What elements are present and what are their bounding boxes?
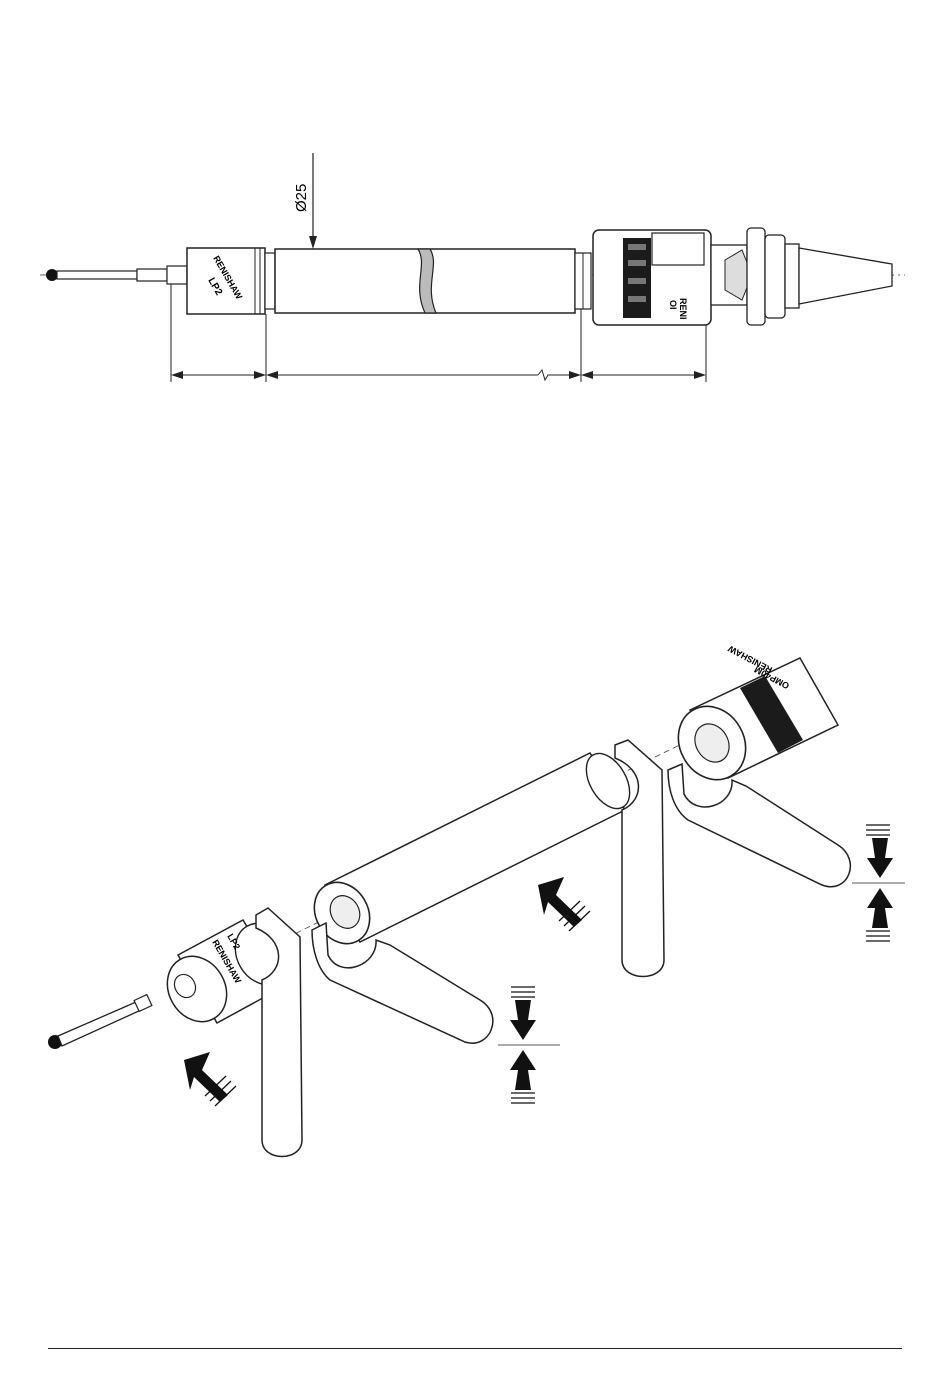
footer-rule	[48, 1348, 902, 1349]
diameter-callout: Ø25	[293, 153, 317, 249]
assembly-exploded-view: RENISHAW LP2 RENISHAW OMP40M	[0, 640, 950, 1180]
interface-module: RENISHAW OMP40M	[665, 643, 838, 792]
pinch-arrows-1	[498, 987, 560, 1103]
rotate-arrow-1	[0, 640, 236, 1180]
spanner-4	[668, 764, 850, 887]
stylus	[46, 266, 187, 284]
interface-model-label: OI	[668, 300, 678, 310]
stylus	[48, 995, 152, 1049]
assembly-side-view: RENISHAW LP2 Ø25 RENI OI	[0, 120, 950, 420]
toolholder-shank	[711, 228, 892, 325]
diameter-label: Ø25	[293, 184, 310, 212]
probe-body-lp2: RENISHAW LP2	[187, 248, 265, 314]
interface-module: RENI OI	[593, 230, 711, 325]
extension-tube	[303, 746, 638, 954]
extension-tube	[265, 249, 591, 313]
pinch-arrows-2	[852, 825, 905, 941]
interface-brand-label: RENI	[678, 298, 688, 320]
rotate-arrow-2	[538, 877, 590, 931]
